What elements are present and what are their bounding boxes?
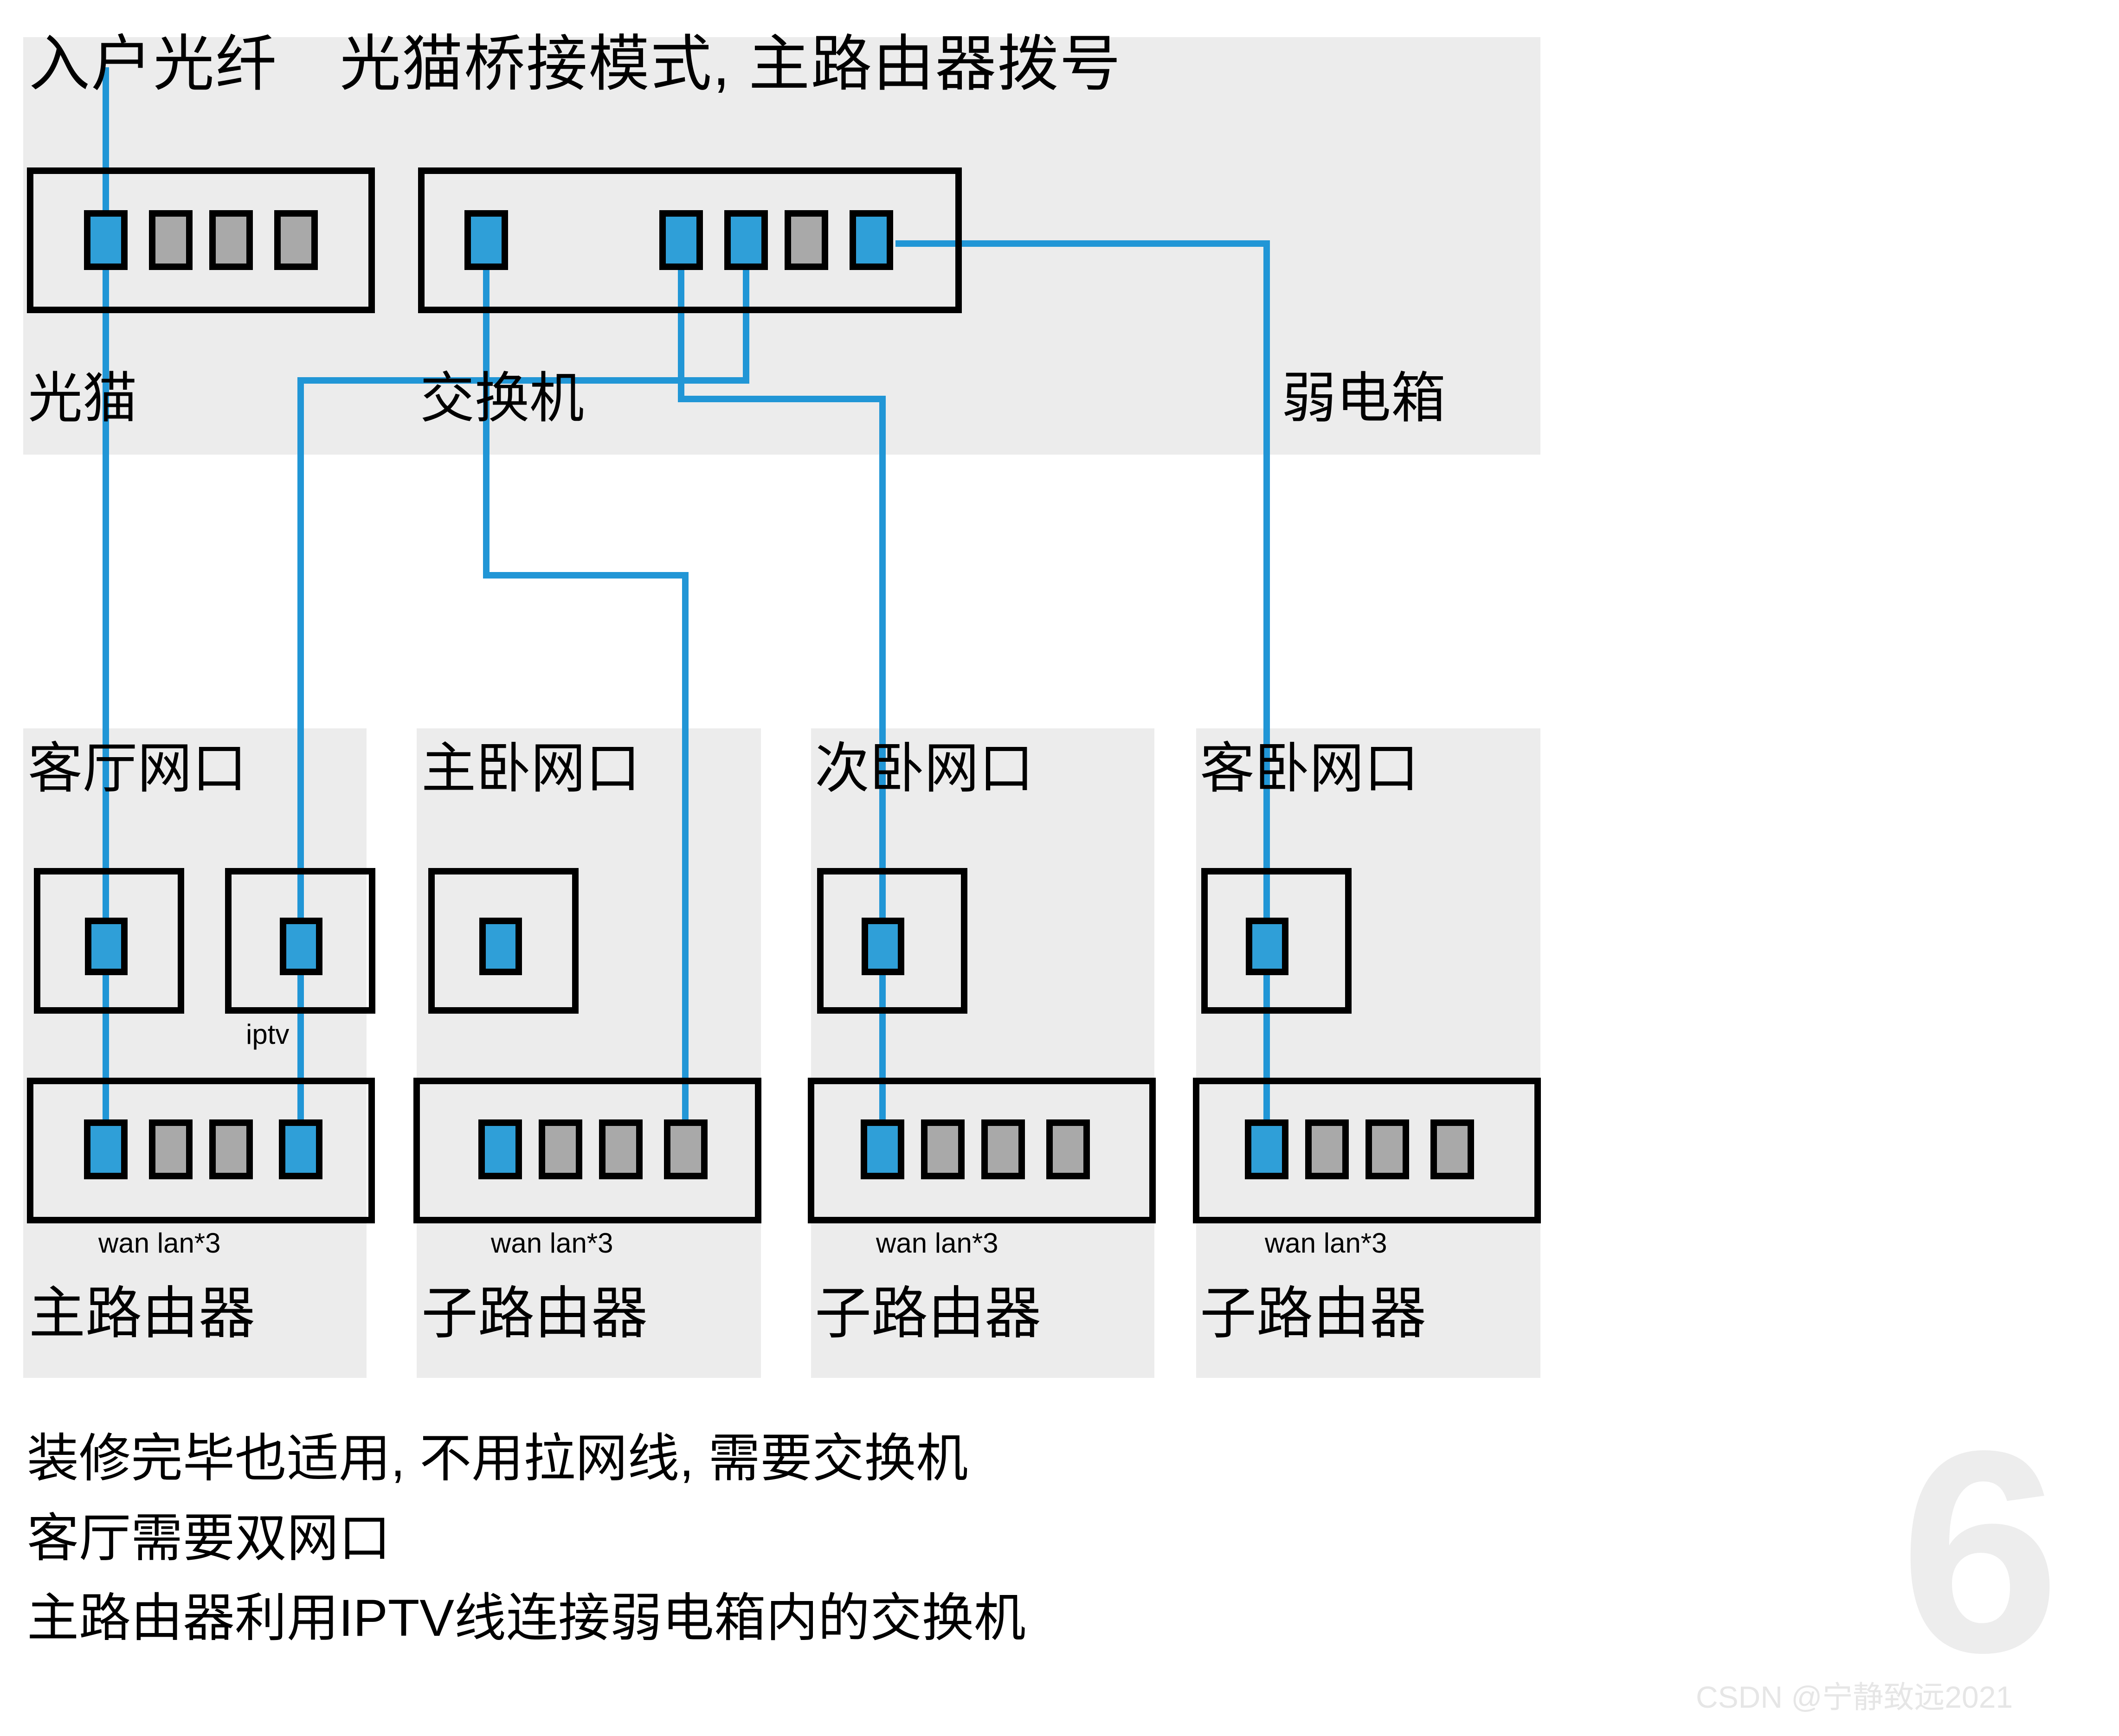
label-modem: 光猫 bbox=[28, 368, 138, 429]
port-router4-wan bbox=[1245, 1119, 1288, 1179]
room-panel-1 bbox=[23, 728, 367, 1378]
modem-ports bbox=[84, 210, 318, 270]
wall-port-box-room3 bbox=[817, 868, 967, 1014]
wall-port-box-room1-a bbox=[34, 868, 184, 1014]
label-switch: 交换机 bbox=[420, 368, 585, 429]
device-box-modem bbox=[27, 167, 375, 313]
port-router2-wan bbox=[478, 1119, 522, 1179]
device-box-router-4 bbox=[1193, 1078, 1541, 1223]
router-4-ports bbox=[1245, 1119, 1474, 1179]
wall-port-room1-a bbox=[85, 918, 128, 975]
note-line-1: 装修完毕也适用, 不用拉网线, 需要交换机 bbox=[27, 1429, 968, 1487]
note-line-2: 客厅需要双网口 bbox=[27, 1509, 391, 1567]
port-router3-wan bbox=[861, 1119, 904, 1179]
room-panel-3 bbox=[811, 728, 1154, 1378]
port-modem-4 bbox=[274, 210, 318, 270]
port-router3-lan3 bbox=[1046, 1119, 1090, 1179]
port-router3-lan2 bbox=[981, 1119, 1025, 1179]
port-router1-lan3 bbox=[279, 1119, 322, 1179]
port-router1-lan2 bbox=[209, 1119, 253, 1179]
label-room-1: 客厅网口 bbox=[28, 738, 247, 799]
router-1-ports bbox=[84, 1119, 322, 1179]
label-room-4: 客卧网口 bbox=[1200, 738, 1419, 799]
port-router1-wan bbox=[84, 1119, 128, 1179]
port-modem-1 bbox=[84, 210, 128, 270]
watermark-number: 6 bbox=[1900, 1391, 2060, 1712]
label-cabinet: 弱电箱 bbox=[1282, 368, 1446, 429]
label-port-legend-router-2: wan lan*3 bbox=[491, 1228, 613, 1259]
wall-port-box-room1-b bbox=[225, 868, 375, 1014]
room-panel-2 bbox=[417, 728, 761, 1378]
wall-port-room3 bbox=[862, 918, 904, 975]
label-router-4: 子路由器 bbox=[1200, 1282, 1426, 1345]
port-router4-lan3 bbox=[1430, 1119, 1474, 1179]
label-router-2: 子路由器 bbox=[421, 1282, 648, 1345]
wall-port-room2 bbox=[479, 918, 522, 975]
wire-switch-p5-to-room4 bbox=[895, 240, 1270, 1123]
label-room-3: 次卧网口 bbox=[815, 738, 1034, 799]
label-router-3: 子路由器 bbox=[815, 1282, 1041, 1345]
switch-ports bbox=[464, 210, 893, 270]
port-router1-lan1 bbox=[149, 1119, 193, 1179]
wall-port-box-room2 bbox=[428, 868, 579, 1014]
router-2-ports bbox=[478, 1119, 708, 1179]
port-modem-2 bbox=[149, 210, 193, 270]
port-switch-3 bbox=[724, 210, 768, 270]
wall-port-box-room4 bbox=[1201, 868, 1352, 1014]
port-switch-2 bbox=[659, 210, 703, 270]
port-router4-lan2 bbox=[1365, 1119, 1409, 1179]
diagram-title: 入户光纤 光猫桥接模式, 主路由器拨号 bbox=[29, 30, 1122, 98]
port-router3-lan1 bbox=[921, 1119, 965, 1179]
port-switch-5 bbox=[850, 210, 893, 270]
wire-switch-p3-to-iptv bbox=[297, 251, 749, 1123]
note-line-3: 主路由器利用IPTV线连接弱电箱内的交换机 bbox=[27, 1589, 1026, 1647]
device-box-switch bbox=[418, 167, 962, 313]
port-router2-lan3 bbox=[664, 1119, 708, 1179]
port-modem-3 bbox=[209, 210, 253, 270]
wire-switch-p1-to-room2 bbox=[483, 251, 689, 1123]
label-port-legend-router-4: wan lan*3 bbox=[1265, 1228, 1387, 1259]
label-port-legend-router-1: wan lan*3 bbox=[98, 1228, 221, 1259]
wire-switch-p2-to-room3 bbox=[678, 251, 886, 1123]
port-switch-1 bbox=[464, 210, 508, 270]
device-box-router-2 bbox=[413, 1078, 761, 1223]
label-router-1: 主路由器 bbox=[29, 1282, 255, 1345]
wall-port-room1-b bbox=[280, 918, 322, 975]
wall-port-room4 bbox=[1246, 918, 1288, 975]
label-wall-port-iptv: iptv bbox=[246, 1019, 290, 1050]
device-box-router-3 bbox=[808, 1078, 1156, 1223]
port-router4-lan1 bbox=[1305, 1119, 1349, 1179]
watermark-text: CSDN @宁静致远2021 bbox=[1696, 1680, 2013, 1714]
port-switch-4 bbox=[785, 210, 828, 270]
label-port-legend-router-3: wan lan*3 bbox=[876, 1228, 998, 1259]
room-panel-4 bbox=[1196, 728, 1540, 1378]
label-room-2: 主卧网口 bbox=[421, 738, 641, 799]
router-3-ports bbox=[861, 1119, 1090, 1179]
device-box-router-1 bbox=[27, 1078, 375, 1223]
port-router2-lan2 bbox=[599, 1119, 643, 1179]
port-router2-lan1 bbox=[539, 1119, 582, 1179]
